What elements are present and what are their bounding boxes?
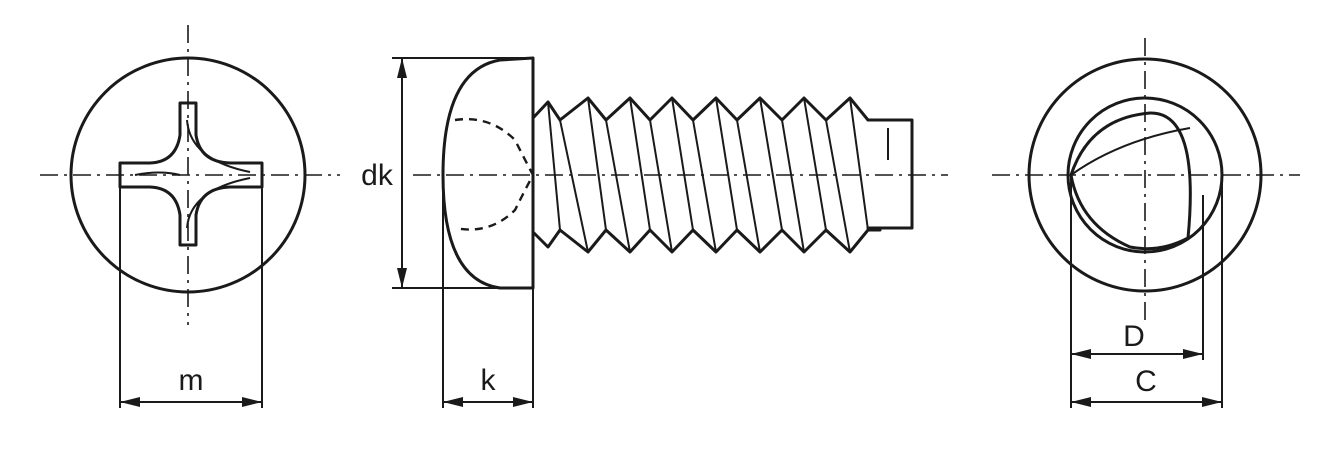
C-arrow-left bbox=[1071, 397, 1091, 407]
D-arrow-left bbox=[1071, 349, 1091, 359]
k-arrow-right bbox=[513, 397, 533, 407]
C-label: C bbox=[1135, 365, 1157, 398]
C-arrow-right bbox=[1202, 397, 1222, 407]
screw-head-profile bbox=[441, 56, 535, 290]
thread-profile-bottom bbox=[531, 228, 882, 254]
end-view: D C bbox=[992, 38, 1300, 408]
phillips-cross-inner-edges bbox=[134, 119, 251, 229]
k-label: k bbox=[481, 364, 497, 397]
dk-arrow-bottom bbox=[397, 268, 407, 288]
m-arrow-left bbox=[120, 397, 140, 407]
end-view-outer-circle bbox=[1027, 57, 1263, 293]
dk-label: dk bbox=[361, 159, 394, 192]
trilobular-inner-arc bbox=[1070, 127, 1191, 176]
head-outline-circle bbox=[69, 56, 307, 294]
thread-crest-lines bbox=[547, 97, 869, 253]
k-arrow-left bbox=[443, 397, 463, 407]
thread-profile-top bbox=[531, 96, 882, 122]
m-label: m bbox=[179, 364, 204, 397]
dk-arrow-top bbox=[397, 58, 407, 78]
m-arrow-right bbox=[242, 397, 262, 407]
D-arrow-right bbox=[1183, 349, 1203, 359]
screw-tip bbox=[866, 118, 914, 230]
head-top-view: m bbox=[40, 25, 340, 408]
screw-side-view: dk k bbox=[361, 56, 948, 408]
recess-hidden-outline bbox=[454, 118, 535, 231]
trilobular-profile bbox=[1069, 111, 1192, 251]
D-label: D bbox=[1123, 320, 1145, 353]
